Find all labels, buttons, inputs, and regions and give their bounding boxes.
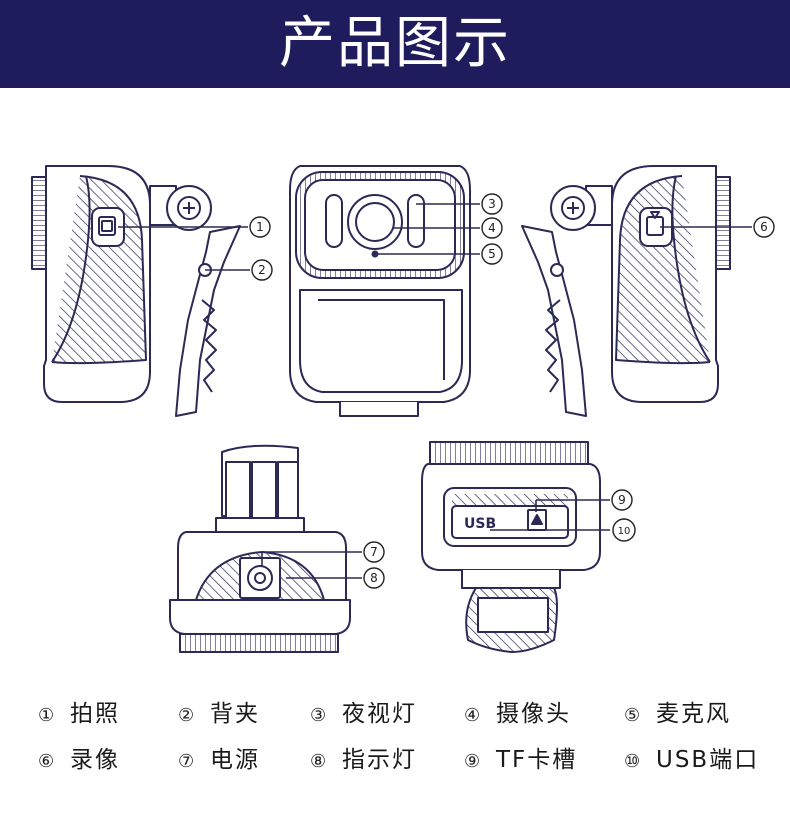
leader-lines [118,203,752,579]
callout-8-label: 8 [370,571,378,585]
camera-bottom-view [421,441,601,653]
camera-top-view [169,444,351,653]
camera-front-view [289,165,471,417]
callout-10-label: 10 [618,526,631,537]
callout-10 [612,518,636,542]
callout-3-label: 3 [488,197,496,211]
callout-9-label: 9 [618,493,626,507]
callout-1-label: 1 [256,220,264,234]
callout-7-label: 7 [370,545,378,559]
callout-5 [481,243,503,265]
callout-8 [363,567,385,589]
header-banner [0,0,790,88]
callout-2 [251,259,273,281]
callout-9 [611,489,633,511]
camera-right-side-view [521,165,731,417]
callout-3 [481,193,503,215]
callout-7 [363,541,385,563]
callout-1 [249,216,271,238]
page-title: 产品图示 [279,11,511,76]
callout-2-label: 2 [258,263,266,277]
callout-6 [753,216,775,238]
product-diagram: USB 1 2 3 4 5 6 7 8 9 10 [31,165,775,653]
callout-5-label: 5 [488,247,496,261]
camera-left-side-view [31,165,241,417]
callout-4 [481,217,503,239]
usb-port-text: USB [464,516,496,532]
callout-4-label: 4 [488,221,496,235]
callout-6-label: 6 [760,220,768,234]
